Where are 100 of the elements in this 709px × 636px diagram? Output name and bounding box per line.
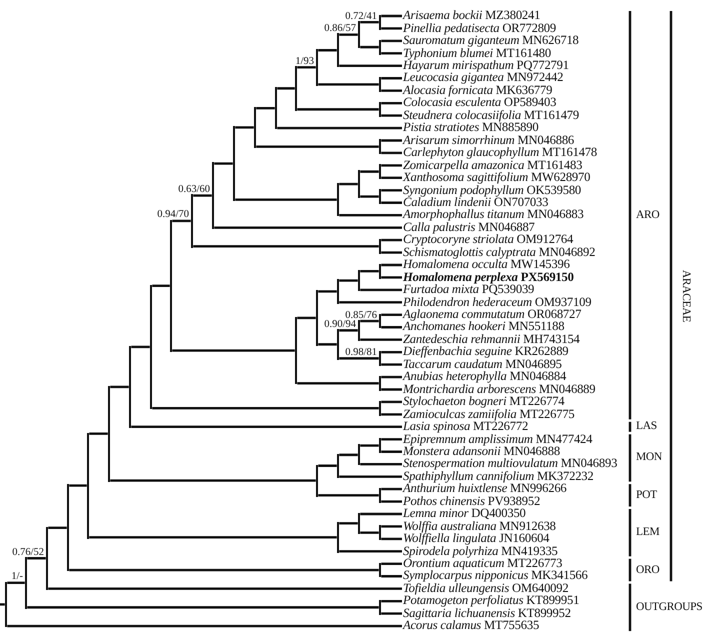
clade-node <box>378 350 382 366</box>
clade-node <box>378 562 382 578</box>
clade-node <box>378 139 382 154</box>
taxon-label: Zamioculcas zamiifolia MT226775 <box>403 408 575 421</box>
clade-node <box>378 77 382 92</box>
clade-node <box>336 522 340 553</box>
clade-node <box>212 162 214 229</box>
clade-node <box>86 432 90 539</box>
clade-node <box>108 386 110 482</box>
taxon-label: Zomicarpella amazonica MT161483 <box>403 158 582 172</box>
clade-node <box>294 316 298 384</box>
branch-line <box>297 108 379 111</box>
branch-line <box>381 90 402 92</box>
branch-line <box>256 107 275 110</box>
branch-line <box>339 214 402 216</box>
branch-line <box>381 202 402 204</box>
clade-node <box>274 87 278 130</box>
branch-line <box>297 66 316 69</box>
branch-line <box>381 238 402 242</box>
taxon-label: Wolffiella lingulata JN160604 <box>403 532 550 546</box>
taxon-label: Amorphophallus titanum MN046883 <box>403 208 584 222</box>
branch-line <box>339 475 402 478</box>
branch-line <box>172 220 191 222</box>
branch-line <box>381 376 402 378</box>
branch-line <box>360 21 379 24</box>
clade-label: LAS <box>636 420 657 434</box>
taxon-label: Anchomanes hookeri MN551188 <box>403 320 564 334</box>
branch-line <box>318 83 379 86</box>
branch-line <box>381 264 402 266</box>
clade-node <box>4 582 8 628</box>
clade-node <box>46 526 48 590</box>
taxon-label: Orontium aquaticum MT226773 <box>403 557 562 570</box>
branch-line <box>339 64 402 67</box>
branch-line <box>360 320 379 322</box>
branch-line <box>89 432 108 435</box>
branch-line <box>152 406 379 410</box>
branch-line <box>339 522 358 525</box>
branch-line <box>381 114 402 117</box>
taxon-label: Arisaema bockii MZ380241 <box>403 9 540 22</box>
clade-node <box>378 164 382 180</box>
branch-line <box>277 87 295 90</box>
branch-line <box>381 14 402 18</box>
branch-line <box>381 276 402 279</box>
branch-line <box>360 512 402 516</box>
taxon-label: Caladium lindenii ON707033 <box>403 196 548 209</box>
branch-line <box>360 444 379 447</box>
branch-line <box>339 301 402 304</box>
branch-line <box>0 603 5 606</box>
branch-line <box>48 588 402 590</box>
branch-line <box>381 77 402 80</box>
branch-line <box>339 550 402 553</box>
taxon-label: Pinellia pedatisecta OR772809 <box>403 22 556 35</box>
branch-line <box>214 162 233 165</box>
branch-line <box>381 40 402 42</box>
clade-node <box>232 126 236 201</box>
clade-node <box>378 314 382 328</box>
branch-line <box>381 450 402 453</box>
branch-line <box>235 198 337 201</box>
branch-line <box>214 226 402 229</box>
branch-line <box>381 363 402 366</box>
taxon-label: Anubias heterophylla MN046884 <box>403 370 566 384</box>
branch-line <box>360 338 402 341</box>
branch-line <box>27 606 379 609</box>
branch-line <box>381 139 402 142</box>
branch-line <box>7 582 25 584</box>
branch-line <box>381 102 402 104</box>
clade-node <box>316 290 318 346</box>
branch-line <box>318 464 337 467</box>
taxon-label: Anthurium huixtlense MN996266 <box>403 482 567 496</box>
branch-line <box>69 568 379 572</box>
taxon-label: Acorus calamus MT755635 <box>403 619 540 632</box>
branch-line <box>381 189 402 192</box>
taxon-label: Spathiphyllum cannifolium MK372232 <box>403 470 594 483</box>
clade-node <box>358 320 360 341</box>
support-value: 0.86/57 <box>324 23 356 34</box>
clade-node <box>336 329 340 360</box>
branch-line <box>172 349 295 352</box>
taxon-label: Montrichardia arborescens MN046889 <box>403 382 596 396</box>
branch-line <box>318 494 379 497</box>
taxon-label: Carlephyton glaucophyllum MT161478 <box>403 146 597 160</box>
branch-line <box>339 329 358 332</box>
clade-node <box>336 454 340 478</box>
clade-node <box>66 484 70 572</box>
branch-line <box>381 575 402 578</box>
clade-node <box>378 189 382 204</box>
taxon-label: Stylochaeton bogneri MT226774 <box>403 395 564 408</box>
branch-line <box>27 557 46 560</box>
taxon-label: Schismatoglottis calyptrata MN046892 <box>403 246 596 259</box>
branch-line <box>110 386 129 388</box>
clade-label: ARO <box>636 208 660 222</box>
branch-line <box>381 400 402 404</box>
support-value: 0.90/94 <box>324 318 356 330</box>
clade-label: MON <box>636 451 662 464</box>
branch-line <box>381 438 402 440</box>
clade-node <box>336 279 340 304</box>
branch-line <box>381 500 402 503</box>
taxon-label: Homalomena occulta MW145396 <box>403 258 570 272</box>
taxon-label: Pistia stratiotes MN885890 <box>403 121 538 134</box>
taxon-label: Potamogeton perfoliatus KT899951 <box>403 594 580 608</box>
clade-label: OUTGROUPS <box>636 600 702 614</box>
